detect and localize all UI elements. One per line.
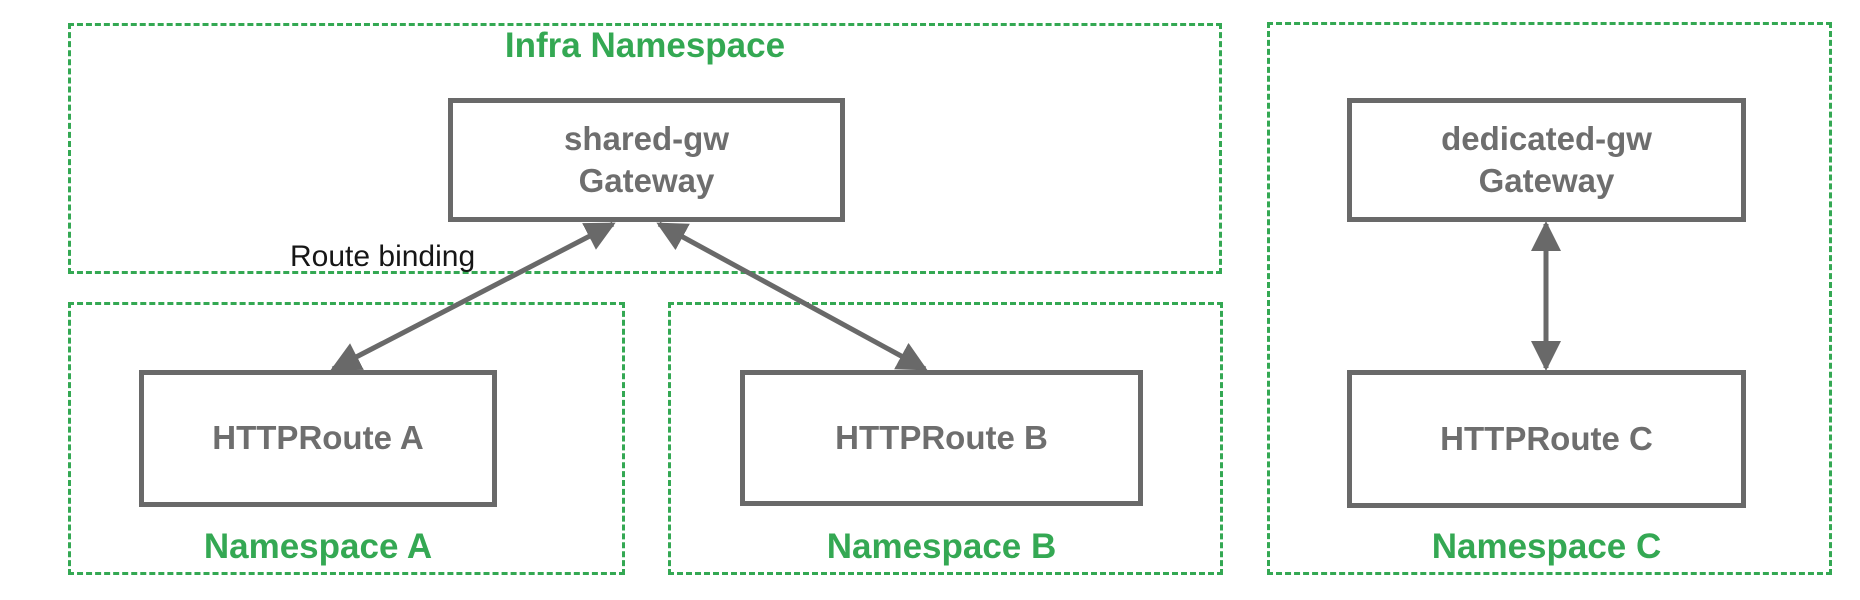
node-httproute-c: HTTPRoute C (1347, 370, 1746, 508)
namespace-infra-label: Infra Namespace (504, 26, 786, 65)
node-dedicated-gw-gateway: dedicated-gw Gateway (1347, 98, 1746, 222)
node-dedicated-gw-name: dedicated-gw (1441, 119, 1652, 157)
node-httproute-c-name: HTTPRoute C (1440, 419, 1653, 457)
node-dedicated-gw-kind: Gateway (1478, 162, 1615, 199)
namespace-infra-box (68, 23, 1222, 274)
node-shared-gw-gateway: shared-gw Gateway (448, 98, 845, 222)
namespace-c-label: Namespace C (1431, 527, 1662, 566)
route-binding-label: Route binding (290, 240, 476, 273)
node-shared-gw-kind: Gateway (578, 162, 715, 199)
namespace-c-box (1267, 22, 1832, 575)
node-httproute-a-name: HTTPRoute A (212, 419, 424, 457)
node-httproute-b-name: HTTPRoute B (835, 418, 1048, 456)
namespace-b-label: Namespace B (826, 527, 1057, 566)
node-shared-gw-name: shared-gw (563, 119, 730, 157)
namespace-a-label: Namespace A (203, 527, 433, 566)
namespace-b-box (668, 302, 1223, 575)
node-httproute-a: HTTPRoute A (139, 370, 497, 507)
node-httproute-b: HTTPRoute B (740, 370, 1143, 506)
